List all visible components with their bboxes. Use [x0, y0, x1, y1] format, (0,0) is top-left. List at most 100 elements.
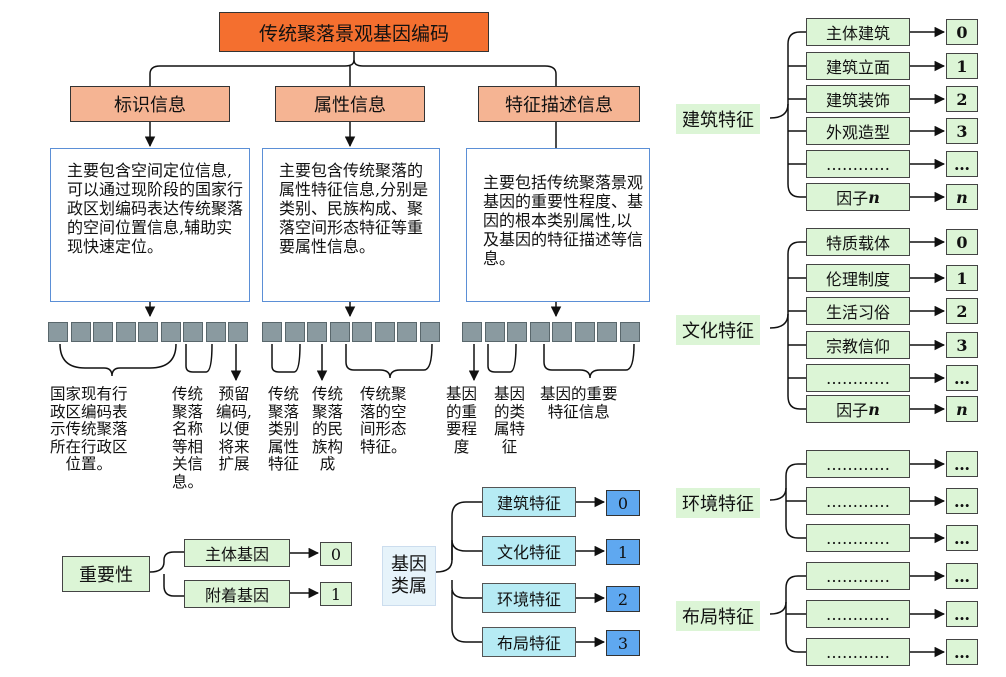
code-cell: [262, 322, 282, 342]
feature-item: …………: [806, 524, 910, 552]
code-cell: [138, 322, 158, 342]
feature-item-label: 建筑立面: [825, 58, 890, 77]
code-cell: [507, 322, 527, 342]
importance-item: 附着基因: [184, 580, 290, 608]
feature-item-label: 因子: [836, 401, 869, 420]
feature-item: …………: [806, 562, 910, 590]
feature-item-code: 2: [946, 86, 978, 112]
code-cell: [552, 322, 572, 342]
gene-class-code: 3: [606, 630, 640, 656]
feature-item: …………: [806, 638, 910, 666]
feature-item-code: n: [946, 396, 978, 422]
code-cell: [462, 322, 482, 342]
feature-item-suffix: n: [868, 187, 880, 207]
feature-item-label: …………: [826, 154, 890, 174]
feature-item: …………: [806, 600, 910, 628]
code-cell: [70, 322, 91, 342]
feature-item-code: 1: [946, 265, 978, 291]
feature-item-code: …: [946, 563, 978, 589]
code-cell: [307, 322, 327, 342]
feature-group-label: 建筑特征: [676, 104, 760, 134]
code-label: 基因的重要 特征信息: [540, 385, 618, 421]
category-feature-description: 特征描述信息: [478, 86, 640, 122]
feature-group-label: 环境特征: [676, 488, 760, 518]
code-cell: [397, 322, 417, 342]
feature-item-code: …: [946, 488, 978, 514]
feature-item-label: 特质载体: [825, 234, 890, 253]
feature-item-code: 2: [946, 298, 978, 324]
code-cell: [619, 322, 640, 342]
gene-class-item: 文化特征: [482, 536, 576, 566]
gene-class-item: 建筑特征: [482, 487, 576, 517]
feature-item-code: …: [946, 365, 978, 391]
importance-code: 0: [320, 542, 352, 566]
feature-item: 主体建筑: [806, 18, 910, 46]
feature-item-suffix: n: [868, 399, 880, 419]
category-attribute: 属性信息: [275, 86, 425, 122]
code-cell: [484, 322, 505, 342]
importance-item: 主体基因: [184, 539, 290, 567]
feature-item-label: 生活习俗: [825, 303, 890, 322]
code-label: 基因 的类 属特 征: [494, 385, 526, 456]
feature-item-label: …………: [826, 566, 890, 586]
code-label: 传统 聚落 的民 族构 成: [312, 385, 344, 473]
feature-item-code: …: [946, 525, 978, 551]
code-cell: [115, 322, 136, 342]
feature-group-label: 文化特征: [676, 315, 760, 345]
code-cell: [374, 322, 395, 342]
feature-item-label: 主体建筑: [825, 24, 890, 43]
feature-item-code: 3: [946, 118, 978, 144]
importance-label: 重要性: [62, 556, 150, 592]
code-cell: [205, 322, 226, 342]
code-cell: [574, 322, 595, 342]
feature-item-label: 外观造型: [825, 123, 890, 142]
gene-class-item: 环境特征: [482, 583, 576, 613]
feature-item-code: …: [946, 151, 978, 177]
code-label: 基因 的重 要程 度: [446, 385, 478, 456]
feature-item-code: …: [946, 639, 978, 665]
code-cell: [529, 322, 550, 342]
feature-item: 建筑装饰: [806, 85, 910, 113]
feature-item: …………: [806, 450, 910, 478]
code-cell: [160, 322, 181, 342]
feature-item: …………: [806, 150, 910, 178]
feature-item-label: 伦理制度: [825, 270, 890, 289]
feature-item-code: 3: [946, 332, 978, 358]
gene-class-code: 0: [606, 490, 640, 516]
feature-item-code: …: [946, 601, 978, 627]
feature-item-label: …………: [826, 642, 890, 662]
code-cell: [284, 322, 305, 342]
feature-item-label: 因子: [836, 189, 869, 208]
code-cell: [48, 322, 68, 342]
feature-item-code: n: [946, 184, 978, 210]
feature-item-code: 0: [946, 229, 978, 255]
code-cell: [419, 322, 440, 342]
description-feature: 主要包括传统聚落景观基因的重要性程度、基因的根本类别属性,以及基因的特征描述等信…: [466, 148, 650, 302]
feature-item: 伦理制度: [806, 264, 910, 292]
gene-class-item: 布局特征: [482, 627, 576, 657]
importance-code: 1: [320, 582, 352, 606]
feature-item-label: 宗教信仰: [825, 337, 890, 356]
feature-item-code: 0: [946, 19, 978, 45]
feature-item: …………: [806, 364, 910, 392]
code-label: 传统 聚落 名称 等相 关信 息。: [172, 385, 204, 491]
code-cell: [93, 322, 113, 342]
code-cell: [183, 322, 203, 342]
feature-item-code: …: [946, 451, 978, 477]
feature-item: …………: [806, 487, 910, 515]
gene-class-code: 1: [606, 539, 640, 565]
gene-class-code: 2: [606, 586, 640, 612]
feature-item-label: …………: [826, 604, 890, 624]
feature-item-code: 1: [946, 53, 978, 79]
gene-class-label: 基因 类属: [382, 546, 436, 606]
diagram-title: 传统聚落景观基因编码: [219, 12, 489, 52]
feature-item-label: …………: [826, 368, 890, 388]
code-cell: [597, 322, 617, 342]
description-attribute: 主要包含传统聚落的属性特征信息,分别是类别、民族构成、聚落空间形态特征等重要属性…: [262, 148, 440, 302]
code-label: 国家现有行 政区编码表 示传统聚落 所在行政区 位置。: [50, 385, 128, 473]
feature-item: 建筑立面: [806, 52, 910, 80]
category-identification: 标识信息: [70, 86, 230, 122]
code-cell: [228, 322, 248, 342]
